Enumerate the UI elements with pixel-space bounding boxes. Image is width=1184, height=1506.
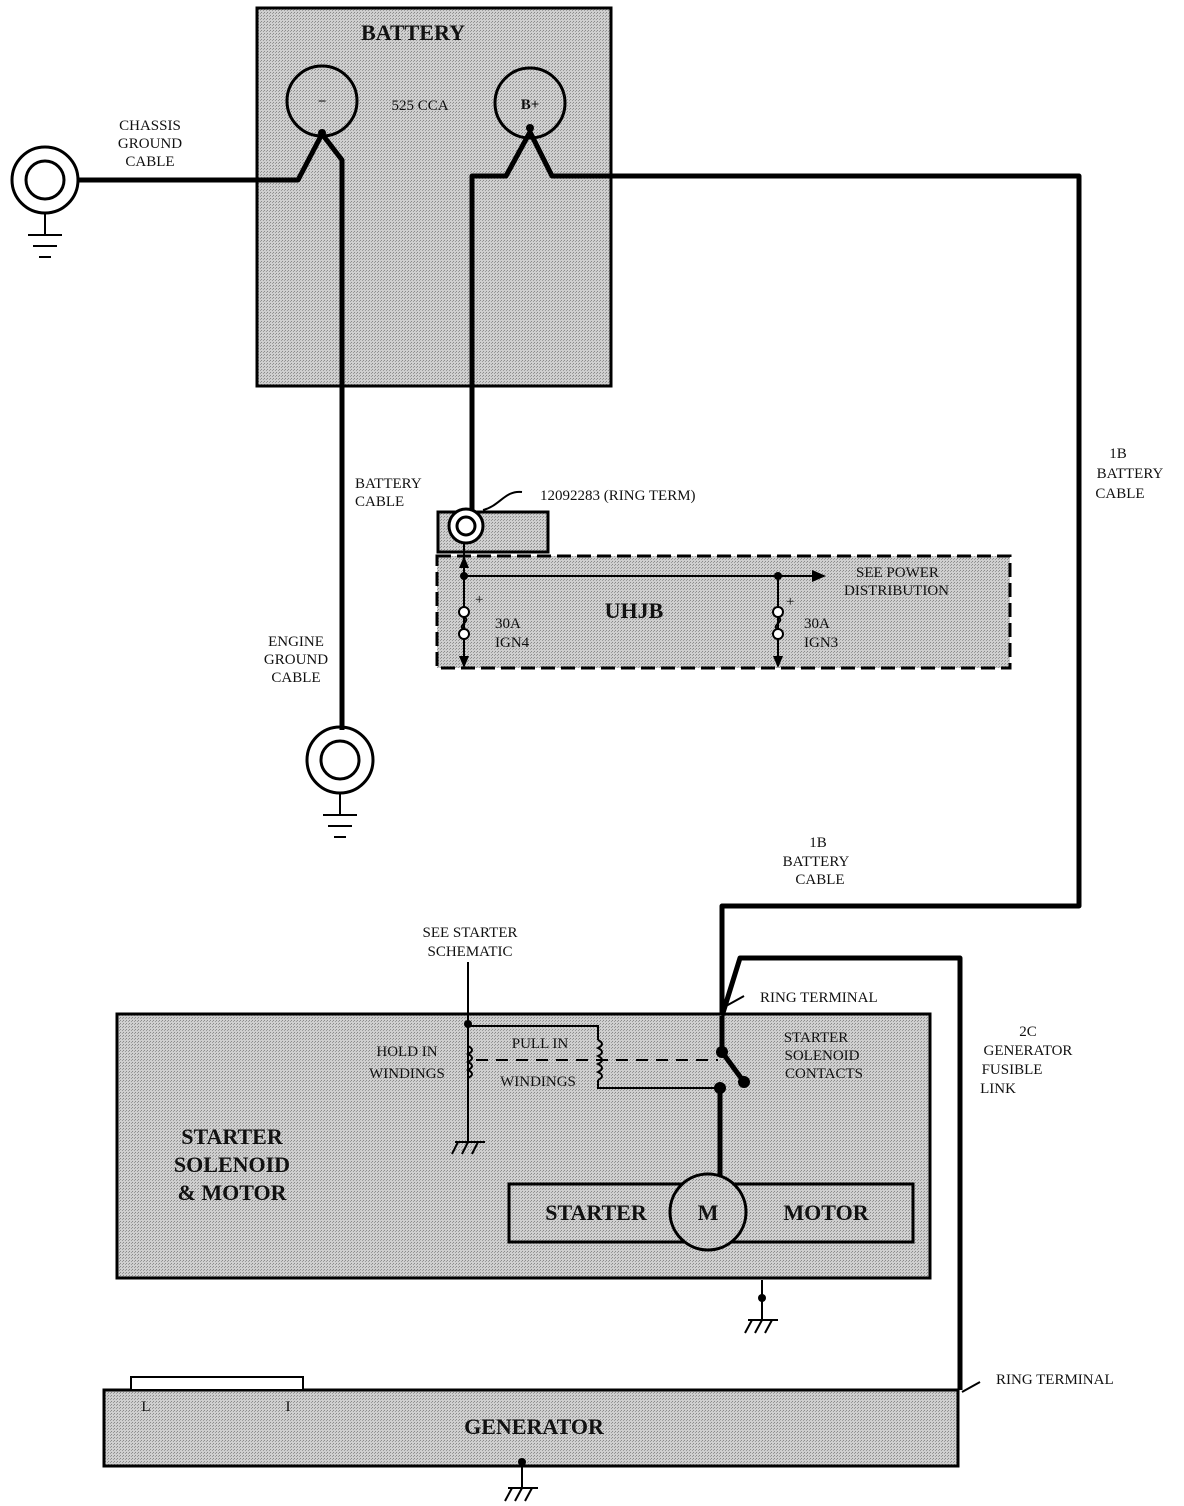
fuse-ign3-name: IGN3 — [804, 635, 838, 651]
generator-terminal-i: I — [286, 1399, 291, 1415]
uhjb-box — [435, 554, 1012, 670]
generator-box — [102, 1388, 960, 1468]
battery-rating: 525 CCA — [391, 98, 448, 114]
fuse-ign4-rating: 30A — [495, 616, 521, 632]
fusible-link-label-3: FUSIBLE — [982, 1062, 1043, 1078]
pull-in-label-2: WINDINGS — [500, 1074, 576, 1090]
generator-connector — [130, 1376, 304, 1391]
see-power-label-2: DISTRIBUTION — [844, 583, 949, 599]
hold-in-ground — [451, 1141, 485, 1155]
ring-term-leader — [482, 490, 523, 511]
uhjb-title: UHJB — [605, 598, 664, 623]
chassis-ground-label-1: CHASSIS — [119, 118, 181, 134]
battery-1b-right-label-1: 1B — [1109, 446, 1127, 462]
ring-terminal-leader — [725, 995, 745, 1007]
motor-symbol-label: M — [698, 1200, 719, 1225]
pull-in-bottom-wire — [597, 1080, 720, 1089]
fuse-ign3-rating: 30A — [804, 616, 830, 632]
ring-term-outer — [447, 507, 485, 545]
fuse-ign4-name: IGN4 — [495, 635, 530, 651]
battery-cable-label-2: CABLE — [355, 494, 404, 510]
see-power-label-1: SEE POWER — [856, 565, 939, 581]
chassis-ground-symbol — [10, 145, 80, 258]
hold-in-label-2: WINDINGS — [369, 1066, 445, 1082]
negative-terminal-label: − — [318, 94, 327, 110]
contacts-label-3: CONTACTS — [785, 1066, 863, 1082]
fuse-ign4-polarity: + — [475, 592, 483, 608]
starter-title-2: SOLENOID — [174, 1152, 290, 1177]
fusible-link-label-2: GENERATOR — [984, 1043, 1073, 1059]
ring-term-label: 12092283 (RING TERM) — [540, 488, 696, 504]
battery-cable-label-1: BATTERY — [355, 476, 422, 492]
pull-in-top-wire — [468, 1025, 599, 1040]
generator-ring-leader — [961, 1381, 981, 1393]
starter-title-3: & MOTOR — [178, 1180, 288, 1205]
engine-ground-symbol — [305, 725, 375, 838]
starter-ground — [744, 1280, 778, 1334]
fusible-link-label-1: 2C — [1019, 1024, 1037, 1040]
starter-motor-left-label: STARTER — [545, 1200, 648, 1225]
see-starter-label-2: SCHEMATIC — [427, 944, 512, 960]
battery-cable-wire — [469, 129, 1082, 1016]
battery-box: BATTERY 525 CCA − B+ — [255, 6, 613, 388]
chassis-ground-label-3: CABLE — [125, 154, 174, 170]
battery-1b-lower-label-1: 1B — [809, 835, 827, 851]
contacts-label-2: SOLENOID — [785, 1048, 860, 1064]
fuse-ign3-polarity: + — [786, 594, 794, 610]
motor-symbol — [668, 1172, 748, 1252]
positive-terminal — [493, 66, 567, 140]
hold-in-coil — [465, 1045, 473, 1079]
generator-fusible-link-wire — [719, 955, 963, 1390]
positive-terminal-label: B+ — [521, 97, 540, 113]
battery-1b-lower-label-3: CABLE — [795, 872, 844, 888]
hold-in-label-1: HOLD IN — [376, 1044, 437, 1060]
battery-title: BATTERY — [361, 20, 465, 45]
ring-term-inner — [455, 515, 477, 537]
engine-ground-label-3: CABLE — [271, 670, 320, 686]
ring-terminal-label: RING TERMINAL — [760, 990, 878, 1006]
contacts-label-1: STARTER — [784, 1030, 849, 1046]
pull-in-label-1: PULL IN — [512, 1036, 569, 1052]
engine-ground-label-2: GROUND — [264, 652, 328, 668]
fusible-link-label-4: LINK — [980, 1081, 1016, 1097]
battery-1b-lower-label-2: BATTERY — [783, 854, 850, 870]
fuse-ign4 — [458, 606, 470, 640]
generator-title: GENERATOR — [464, 1414, 605, 1439]
battery-1b-right-label-2: BATTERY — [1097, 466, 1164, 482]
battery-1b-right-label-3: CABLE — [1095, 486, 1144, 502]
starter-motor-right-label: MOTOR — [783, 1200, 869, 1225]
generator-ground — [504, 1458, 538, 1502]
see-power-arrow — [812, 570, 826, 582]
see-starter-label-1: SEE STARTER — [423, 925, 518, 941]
engine-ground-label-1: ENGINE — [268, 634, 324, 650]
fuse-ign3 — [772, 606, 784, 640]
generator-ring-terminal-label: RING TERMINAL — [996, 1372, 1114, 1388]
starter-title-1: STARTER — [181, 1124, 284, 1149]
generator-terminal-l: L — [141, 1399, 150, 1415]
chassis-ground-label-2: GROUND — [118, 136, 182, 152]
